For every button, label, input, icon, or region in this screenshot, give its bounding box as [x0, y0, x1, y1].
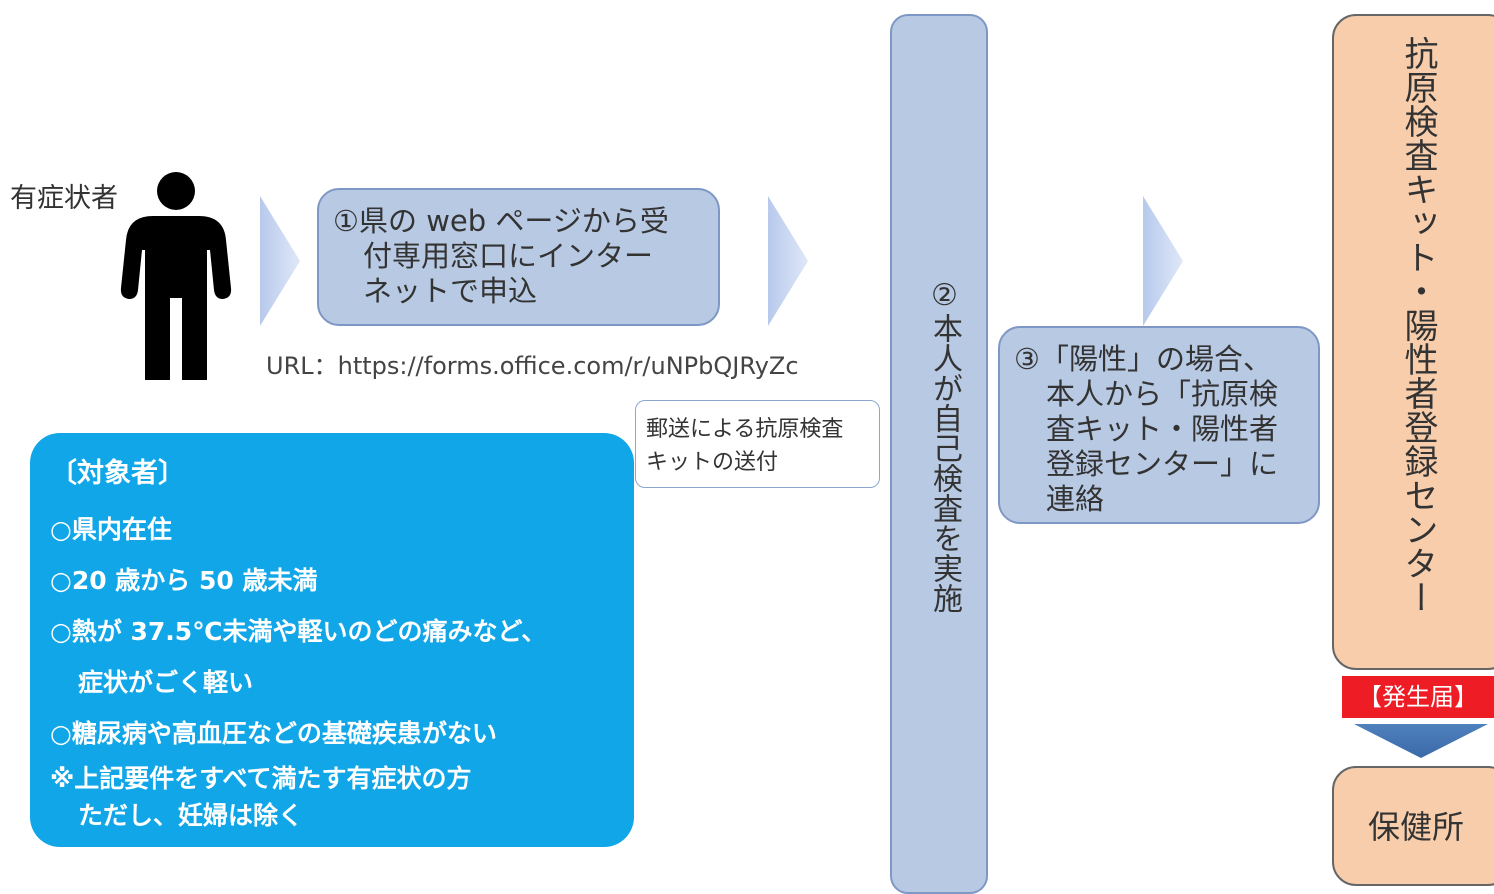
- step1-box: ①県の web ページから受 付専用窓口にインター ネットで申込: [317, 188, 720, 326]
- down-arrow-icon: [1354, 724, 1488, 758]
- target-criteria-box: 〔対象者〕 ○県内在住 ○20 歳から 50 歳未満 ○熱が 37.5℃未満や軽…: [30, 433, 634, 847]
- step1-line3: ネットで申込: [363, 274, 538, 308]
- step2-text: ②本人が自己検査を実施: [927, 278, 962, 613]
- target-item: ○糖尿病や高血圧などの基礎疾患がない: [50, 719, 497, 748]
- step3-line1: ③「陽性」の場合、: [1014, 342, 1272, 376]
- step2-self-test-box: ②本人が自己検査を実施: [890, 14, 988, 894]
- target-item: ○熱が 37.5℃未満や軽いのどの痛みなど、: [50, 617, 547, 646]
- mail-line1: 郵送による抗原検査: [646, 417, 844, 442]
- health-center-label: 保健所: [1368, 808, 1465, 846]
- step3-line5: 連絡: [1046, 482, 1105, 516]
- flow-arrow-1-icon: [260, 196, 302, 326]
- step1-line2: 付専用窓口にインター: [363, 239, 654, 273]
- application-url[interactable]: URL：https://forms.office.com/r/uNPbQJRyZ…: [266, 352, 799, 380]
- step1-line1: 県の web ページから受: [359, 204, 669, 238]
- target-item: ○20 歳から 50 歳未満: [50, 566, 318, 595]
- target-note: ※上記要件をすべて満たす有症状の方: [50, 764, 472, 793]
- mail-kit-box: 郵送による抗原検査 キットの送付: [635, 400, 880, 488]
- report-label: 【発生届】: [1342, 676, 1494, 718]
- registration-center-box: 抗原検査キット・陽性者登録センター: [1332, 14, 1494, 670]
- target-title: 〔対象者〕: [50, 458, 185, 489]
- person-icon: [120, 170, 232, 382]
- health-center-box: 保健所: [1332, 766, 1494, 886]
- target-note: ただし、妊婦は除く: [78, 801, 304, 830]
- center-text: 抗原検査キット・陽性者登録センター: [1398, 36, 1438, 614]
- flow-arrow-3-icon: [1143, 196, 1185, 326]
- step3-line4: 登録センター」に: [1046, 447, 1279, 481]
- target-item: 症状がごく軽い: [78, 668, 254, 697]
- target-item: ○県内在住: [50, 515, 172, 544]
- step1-number: ①: [333, 204, 359, 238]
- step3-box: ③「陽性」の場合、 本人から「抗原検 査キット・陽性者 登録センター」に 連絡: [998, 326, 1320, 524]
- symptomatic-label: 有症状者: [10, 183, 118, 214]
- flow-arrow-2-icon: [768, 196, 810, 326]
- step3-line3: 査キット・陽性者: [1046, 412, 1279, 446]
- mail-line2: キットの送付: [646, 450, 779, 475]
- step3-line2: 本人から「抗原検: [1046, 377, 1279, 411]
